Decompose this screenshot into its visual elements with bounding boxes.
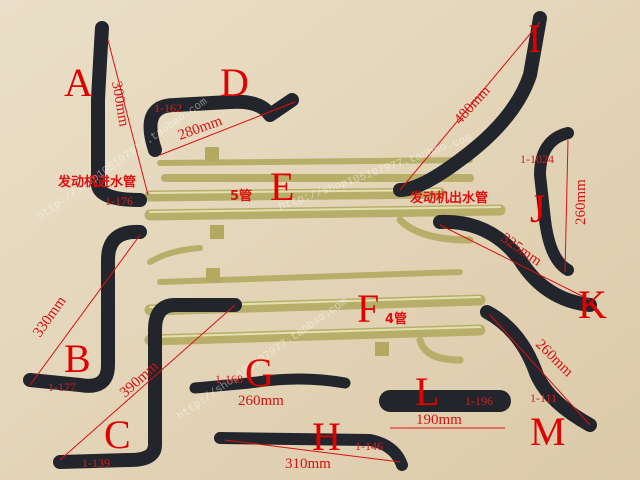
pipe-count-f: 4管	[385, 311, 407, 327]
length-g: 260mm	[238, 393, 284, 409]
hose-g	[189, 373, 351, 394]
label-m: M	[530, 409, 566, 454]
code-c: 1-139	[82, 456, 110, 470]
label-f: F	[357, 286, 379, 331]
hose-m	[480, 305, 597, 432]
label-j: J	[530, 186, 546, 231]
length-h: 310mm	[285, 456, 331, 472]
measurement-lines	[29, 21, 591, 463]
label-c: C	[104, 412, 131, 457]
code-m: 1-111	[530, 391, 557, 405]
hose-h	[214, 432, 408, 471]
label-b: B	[64, 336, 91, 381]
hose-d	[143, 93, 299, 157]
code-h: 1-146	[355, 439, 383, 453]
label-a: A	[64, 60, 93, 105]
code-b: 1-177	[48, 380, 76, 394]
pipe-assembly-e	[144, 147, 506, 265]
hose-j	[534, 127, 574, 276]
hose-a	[91, 21, 147, 207]
code-d: 1-162	[154, 101, 182, 115]
hose-i	[393, 11, 547, 197]
pipe-count-e: 5管	[230, 188, 252, 204]
label-g: G	[245, 350, 274, 395]
code-g: 1-168	[215, 372, 243, 386]
hose-c	[53, 298, 242, 469]
note-outlet: 发动机出水管	[409, 190, 488, 206]
code-l: 1-196	[465, 394, 493, 408]
label-k: K	[578, 282, 607, 327]
length-a: 300mm	[108, 80, 132, 128]
length-l: 190mm	[416, 412, 462, 428]
label-l: L	[415, 369, 439, 414]
label-e: E	[270, 164, 294, 209]
label-d: D	[220, 60, 249, 105]
hoses	[23, 11, 597, 471]
note-inlet: 发动机进水管	[57, 174, 136, 190]
code-a: 1-176	[105, 194, 133, 208]
label-h: H	[312, 414, 341, 459]
length-j: 260mm	[573, 179, 589, 225]
hose-b	[23, 224, 147, 393]
label-i: I	[528, 16, 541, 61]
code-j: 1-1024	[520, 152, 554, 166]
hose-k	[433, 214, 597, 312]
